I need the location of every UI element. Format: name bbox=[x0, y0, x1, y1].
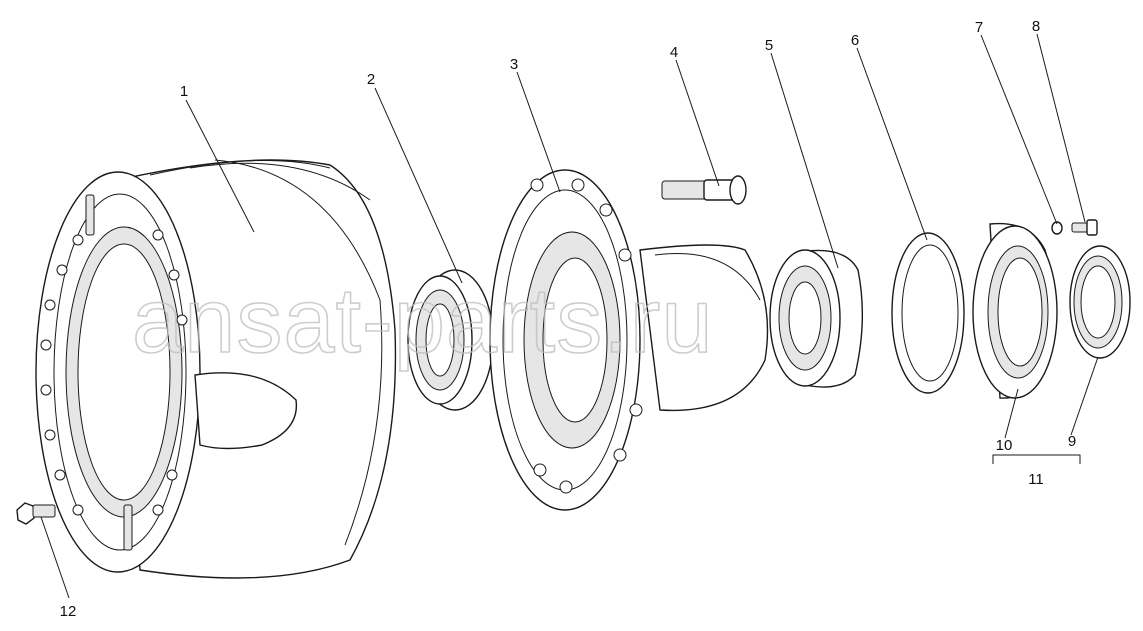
part-3-wheel-hub bbox=[489, 169, 769, 511]
part-8-screw bbox=[1071, 219, 1098, 236]
hub-bolt-holes bbox=[530, 178, 643, 494]
part-6-gasket bbox=[891, 232, 965, 394]
callout-4: 4 bbox=[670, 44, 678, 61]
part-7-washer bbox=[1051, 221, 1063, 235]
drum-bolt-holes bbox=[40, 229, 188, 516]
callout-7: 7 bbox=[975, 19, 983, 36]
watermark-text: ansat-parts.ru bbox=[132, 270, 714, 372]
callout-1: 1 bbox=[180, 83, 188, 100]
callout-9: 9 bbox=[1068, 433, 1076, 450]
part-2-bearing bbox=[407, 269, 494, 411]
part-4-wheel-stud bbox=[661, 175, 747, 205]
callout-labels: 1 2 3 4 5 6 7 8 9 10 11 12 bbox=[60, 18, 1077, 620]
callout-10: 10 bbox=[996, 437, 1013, 454]
callout-12: 12 bbox=[60, 603, 77, 620]
part-12-bolt bbox=[16, 502, 56, 525]
callout-3: 3 bbox=[510, 56, 518, 73]
callout-6: 6 bbox=[851, 32, 859, 49]
part-10-cover bbox=[972, 222, 1058, 399]
callout-11: 11 bbox=[1028, 471, 1044, 488]
part-1-brake-drum bbox=[35, 159, 397, 579]
callout-5: 5 bbox=[765, 37, 773, 54]
leader-lines bbox=[40, 33, 1099, 599]
callout-2: 2 bbox=[367, 71, 375, 88]
part-9-seal bbox=[1069, 245, 1131, 359]
callout-8: 8 bbox=[1032, 18, 1040, 35]
part-5-bearing bbox=[769, 249, 864, 388]
